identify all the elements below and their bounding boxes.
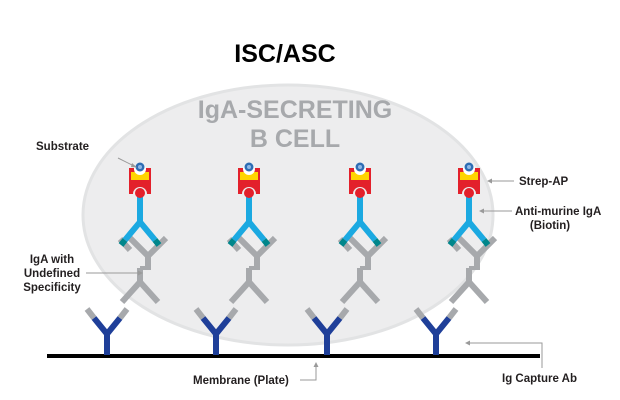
substrate-arrowhead (131, 163, 137, 168)
membrane-plate (47, 354, 540, 358)
biotin-circle (135, 188, 145, 198)
strep-ap-yellow (351, 172, 369, 180)
capture-arrowhead (465, 340, 470, 346)
substrate-highlight (467, 165, 471, 169)
label-iga-1: IgA with (30, 254, 74, 266)
biotin-circle (464, 188, 474, 198)
capture-antibody (200, 316, 232, 355)
strep-ap-yellow (240, 172, 258, 180)
membrane-arrowhead (313, 362, 319, 367)
strep-ap-yellow (460, 172, 478, 180)
biotin-circle (355, 188, 365, 198)
anti-murine-arrowhead (479, 208, 484, 214)
antibody-assembly-2 (193, 162, 278, 355)
iga-arrowhead (138, 270, 143, 276)
cell-title-line1: IgA-SECRETING (198, 96, 392, 124)
label-iga-2: Undefined (24, 268, 80, 280)
cell-title-line2: B CELL (250, 125, 340, 153)
strep-ap-yellow (131, 172, 149, 180)
detection-antibody-tip (447, 238, 491, 247)
antibody-assemblies (84, 162, 498, 355)
antibody-assembly-1 (84, 162, 169, 355)
membrane-leader (300, 364, 317, 381)
diagram-title: ISC/ASC (234, 40, 335, 68)
label-anti-murine-2: (Biotin) (530, 220, 570, 232)
detection-antibody (451, 196, 487, 242)
detection-antibody (342, 196, 378, 242)
capture-antibody (311, 316, 343, 355)
capture-leader (467, 342, 543, 368)
antibody-assembly-4 (413, 162, 498, 355)
detection-antibody (231, 196, 267, 242)
capture-antibody-tip (84, 307, 130, 320)
substrate-highlight (358, 165, 362, 169)
biotin-circle (244, 188, 254, 198)
label-membrane: Membrane (Plate) (193, 375, 289, 387)
capture-antibody (420, 316, 452, 355)
label-strep-ap: Strep-AP (519, 176, 569, 188)
substrate-highlight (247, 165, 251, 169)
b-cell-ellipse (81, 83, 495, 347)
detection-antibody-tip (338, 238, 382, 247)
label-capture-ab: Ig Capture Ab (502, 373, 577, 385)
detection-antibody-tip (227, 238, 271, 247)
substrate-highlight (138, 165, 142, 169)
capture-antibody-tip (413, 307, 459, 320)
label-anti-murine-1: Anti-murine IgA (515, 206, 601, 218)
strep-arrowhead (487, 178, 492, 184)
detection-antibody (122, 196, 158, 242)
capture-antibody-tip (193, 307, 239, 320)
detection-antibody-tip (118, 238, 162, 247)
label-iga-3: Specificity (23, 282, 81, 294)
antibody-assembly-3 (304, 162, 389, 355)
label-substrate: Substrate (36, 141, 89, 153)
capture-antibody (91, 316, 123, 355)
capture-antibody-tip (304, 307, 350, 320)
